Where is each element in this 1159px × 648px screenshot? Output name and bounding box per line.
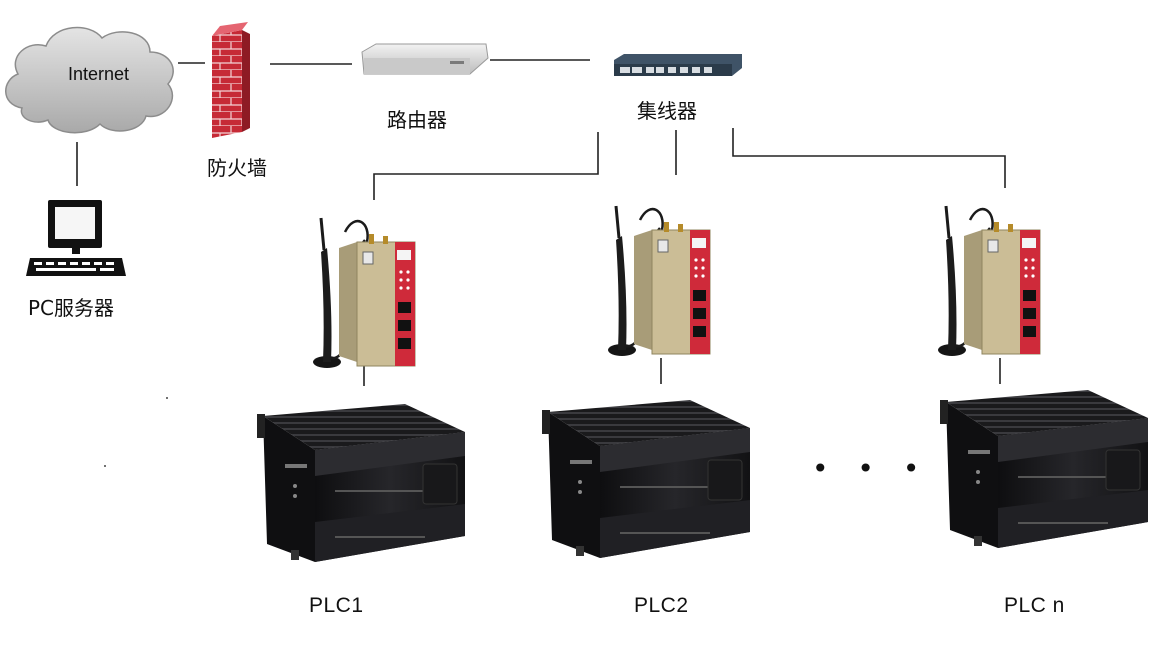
switch-icon bbox=[614, 54, 742, 76]
pc-server-label: PC服务器 bbox=[28, 296, 115, 320]
internet-cloud-icon bbox=[5, 26, 174, 134]
gateway-icon bbox=[936, 204, 1042, 358]
hub-label: 集线器 bbox=[637, 99, 697, 123]
plc-icon bbox=[541, 399, 751, 559]
gateway-icon bbox=[311, 216, 417, 370]
firewall-icon bbox=[212, 22, 250, 138]
link-hub-gateway1 bbox=[373, 132, 599, 200]
gateway-icon bbox=[606, 204, 712, 358]
computer-icon bbox=[26, 200, 126, 276]
plc-label: PLC2 bbox=[634, 594, 689, 617]
link-hub-gateway3 bbox=[732, 128, 1006, 188]
plc-icon bbox=[256, 403, 466, 563]
connection-lines bbox=[76, 59, 1006, 386]
router-label: 路由器 bbox=[387, 108, 447, 132]
internet-label: Internet bbox=[68, 64, 130, 84]
firewall-label: 防火墙 bbox=[207, 156, 267, 180]
plc-icon bbox=[939, 389, 1149, 549]
plc-label: PLC1 bbox=[309, 594, 364, 617]
router-icon bbox=[361, 43, 489, 75]
plc-label: PLC n bbox=[1004, 594, 1065, 617]
ellipsis-label: • • • bbox=[812, 452, 930, 485]
